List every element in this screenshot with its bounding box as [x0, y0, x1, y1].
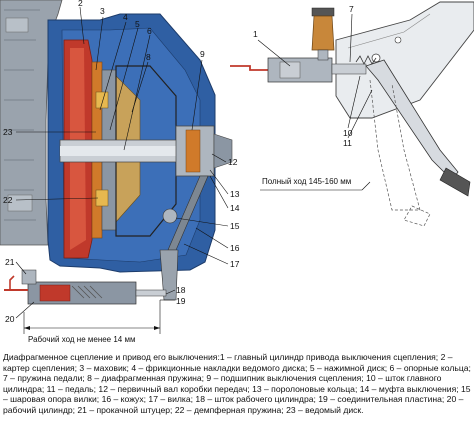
callout-14: 14 [230, 203, 240, 213]
full-travel-label: Полный ход 145-160 мм [262, 177, 351, 186]
callout-5: 5 [135, 19, 140, 29]
clutch-pedal [365, 59, 471, 227]
hydraulic-line [230, 65, 268, 71]
callout-16: 16 [230, 243, 240, 253]
callout-2: 2 [78, 0, 83, 8]
callout-9: 9 [200, 49, 205, 59]
engine-block [0, 0, 63, 246]
callout-13: 13 [230, 189, 240, 199]
callout-4: 4 [123, 12, 128, 22]
input-shaft [59, 125, 233, 177]
callout-17: 17 [230, 259, 240, 269]
callout-21: 21 [5, 257, 15, 267]
master-cylinder [267, 57, 367, 83]
slave-cylinder [4, 269, 167, 305]
pedal-spring [355, 55, 377, 65]
callout-3: 3 [100, 6, 105, 16]
working-travel-dimension: Рабочий ход не менее 14 мм [23, 300, 161, 344]
callout-18: 18 [176, 285, 186, 295]
pedal-bracket [335, 1, 474, 119]
callout-numbers: 1 2 3 4 5 6 7 8 9 10 11 12 13 14 15 16 1… [3, 0, 354, 324]
clutch-diagram: Полный ход 145-160 мм Рабочий ход не мен… [0, 0, 474, 344]
leader-lines [15, 6, 373, 319]
full-travel-dimension: Полный ход 145-160 мм [260, 177, 371, 191]
callout-1: 1 [253, 29, 258, 39]
callout-8: 8 [146, 52, 151, 62]
release-fork [159, 175, 209, 301]
callout-11: 11 [343, 138, 352, 148]
callout-23: 23 [3, 127, 13, 137]
callout-20: 20 [5, 314, 15, 324]
callout-12: 12 [228, 157, 238, 167]
working-travel-label: Рабочий ход не менее 14 мм [28, 335, 135, 344]
fluid-reservoir [311, 7, 335, 61]
callout-22: 22 [3, 195, 13, 205]
callout-10: 10 [343, 128, 353, 138]
callout-7: 7 [349, 4, 354, 14]
callout-6: 6 [147, 26, 152, 36]
figure-caption: Диафрагменное сцепление и привод его вык… [3, 352, 471, 415]
callout-15: 15 [230, 221, 240, 231]
callout-19: 19 [176, 296, 186, 306]
